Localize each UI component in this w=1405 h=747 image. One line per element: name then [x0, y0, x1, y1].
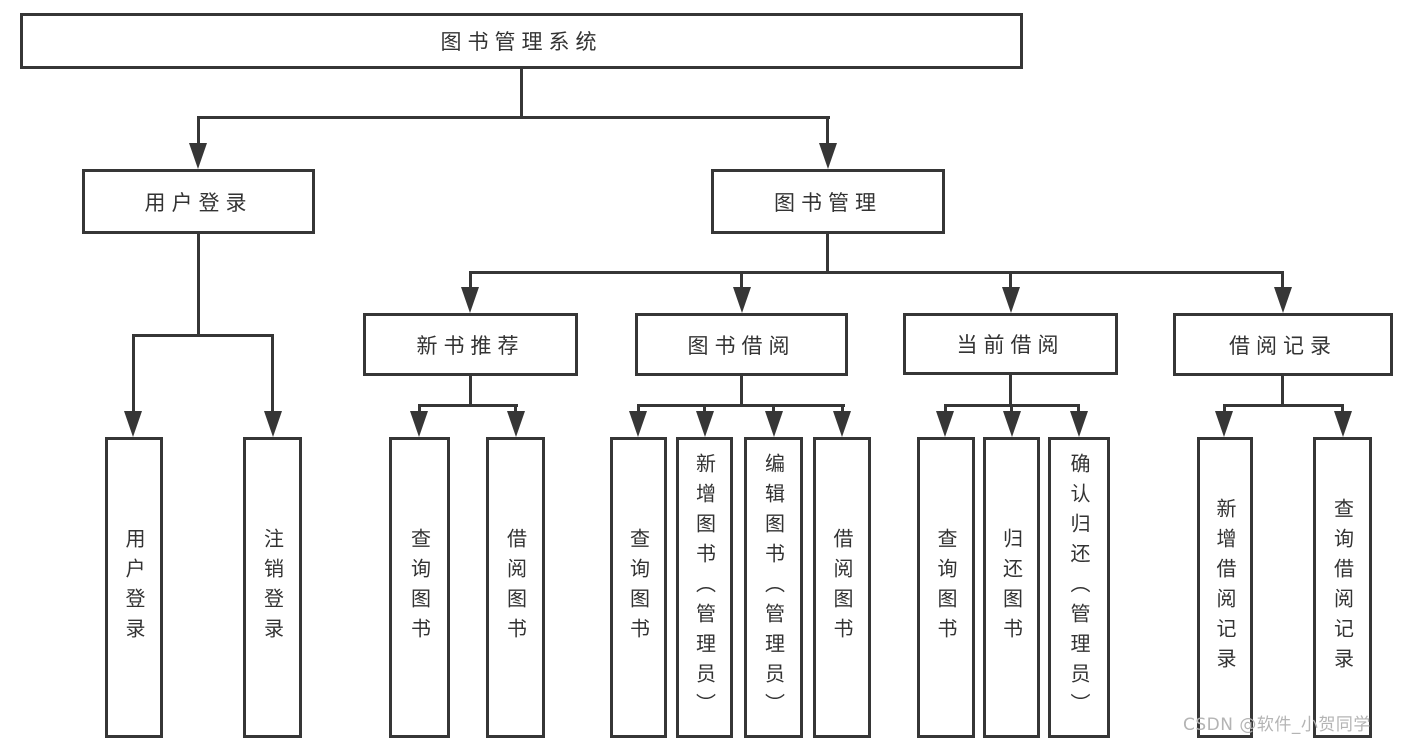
- node-label: 归还图书: [999, 527, 1024, 648]
- connector-line: [944, 404, 947, 413]
- arrow-down-icon: [696, 411, 714, 437]
- leaf-borrow-edit-books-admin: 编辑图书（管理员）: [744, 437, 803, 738]
- node-system-root: 图书管理系统: [20, 13, 1023, 69]
- node-label: 编辑图书（管理员）: [761, 452, 786, 723]
- connector-line: [841, 404, 844, 413]
- leaf-records-query-record: 查询借阅记录: [1313, 437, 1372, 738]
- leaf-borrow-add-books-admin: 新增图书（管理员）: [676, 437, 733, 738]
- connector-line: [197, 234, 200, 336]
- node-label: 新增图书（管理员）: [692, 452, 717, 723]
- connector-line: [271, 334, 274, 413]
- arrow-down-icon: [461, 287, 479, 313]
- connector-line: [514, 404, 517, 413]
- connector-line: [740, 376, 743, 406]
- leaf-current-confirm-return-admin: 确认归还（管理员）: [1048, 437, 1110, 738]
- arrow-down-icon: [936, 411, 954, 437]
- node-borrow-records: 借阅记录: [1173, 313, 1393, 376]
- connector-line: [826, 234, 829, 273]
- arrow-down-icon: [189, 143, 207, 169]
- connector-line: [418, 404, 421, 413]
- leaf-recommend-borrow-books: 借阅图书: [486, 437, 545, 738]
- leaf-user-login: 用户登录: [105, 437, 163, 738]
- connector-line: [132, 334, 135, 413]
- arrow-down-icon: [410, 411, 428, 437]
- node-label: 图书管理: [774, 190, 882, 215]
- arrow-down-icon: [1002, 287, 1020, 313]
- connector-line: [197, 116, 200, 145]
- arrow-down-icon: [1274, 287, 1292, 313]
- connector-line: [703, 404, 706, 413]
- connector-line: [197, 116, 830, 119]
- connector-line: [1010, 404, 1013, 413]
- leaf-recommend-query-books: 查询图书: [389, 437, 450, 738]
- leaf-logout: 注销登录: [243, 437, 302, 738]
- arrow-down-icon: [833, 411, 851, 437]
- connector-line: [132, 334, 274, 337]
- node-label: 查询图书: [407, 527, 432, 648]
- arrow-down-icon: [264, 411, 282, 437]
- node-user-login: 用户登录: [82, 169, 315, 234]
- connector-line: [520, 68, 523, 119]
- node-label: 确认归还（管理员）: [1067, 452, 1091, 723]
- connector-line: [1009, 375, 1012, 406]
- node-label: 查询图书: [626, 527, 651, 648]
- node-label: 借阅图书: [830, 527, 854, 648]
- connector-line: [1223, 404, 1226, 413]
- node-label: 查询借阅记录: [1330, 497, 1355, 678]
- connector-line: [637, 404, 640, 413]
- arrow-down-icon: [765, 411, 783, 437]
- connector-line: [1281, 271, 1284, 289]
- connector-line: [1281, 376, 1284, 406]
- node-book-borrow: 图书借阅: [635, 313, 848, 376]
- node-label: 注销登录: [260, 527, 285, 648]
- connector-line: [772, 404, 775, 413]
- connector-line: [637, 404, 845, 407]
- node-label: 借阅图书: [503, 527, 528, 648]
- node-label: 用户登录: [144, 190, 253, 215]
- connector-line: [469, 376, 472, 406]
- node-label: 当前借阅: [956, 333, 1065, 357]
- leaf-current-return-books: 归还图书: [983, 437, 1040, 738]
- node-label: 查询图书: [934, 527, 958, 648]
- connector-line: [469, 271, 1284, 274]
- leaf-current-query-books: 查询图书: [917, 437, 975, 738]
- node-label: 借阅记录: [1229, 333, 1337, 358]
- node-label: 用户登录: [122, 527, 146, 648]
- arrow-down-icon: [124, 411, 142, 437]
- leaf-borrow-borrow-books: 借阅图书: [813, 437, 871, 738]
- connector-line: [469, 271, 472, 289]
- node-new-book-recommend: 新书推荐: [363, 313, 578, 376]
- connector-line: [740, 271, 743, 289]
- connector-line: [418, 404, 518, 407]
- node-label: 图书管理系统: [440, 30, 603, 54]
- node-book-management: 图书管理: [711, 169, 945, 234]
- connector-line: [1223, 404, 1344, 407]
- watermark-text: CSDN @软件_小贺同学: [1183, 715, 1371, 735]
- connector-line: [826, 116, 829, 145]
- node-label: 新书推荐: [416, 333, 525, 358]
- arrow-down-icon: [629, 411, 647, 437]
- node-current-borrow: 当前借阅: [903, 313, 1118, 375]
- arrow-down-icon: [819, 143, 837, 169]
- arrow-down-icon: [733, 287, 751, 313]
- arrow-down-icon: [1003, 411, 1021, 437]
- connector-line: [1009, 271, 1012, 289]
- arrow-down-icon: [507, 411, 525, 437]
- node-label: 新增借阅记录: [1213, 497, 1237, 678]
- connector-line: [1341, 404, 1344, 413]
- leaf-records-add-record: 新增借阅记录: [1197, 437, 1253, 738]
- leaf-borrow-query-books: 查询图书: [610, 437, 667, 738]
- arrow-down-icon: [1215, 411, 1233, 437]
- arrow-down-icon: [1070, 411, 1088, 437]
- connector-line: [1077, 404, 1080, 413]
- node-label: 图书借阅: [687, 333, 796, 358]
- arrow-down-icon: [1334, 411, 1352, 437]
